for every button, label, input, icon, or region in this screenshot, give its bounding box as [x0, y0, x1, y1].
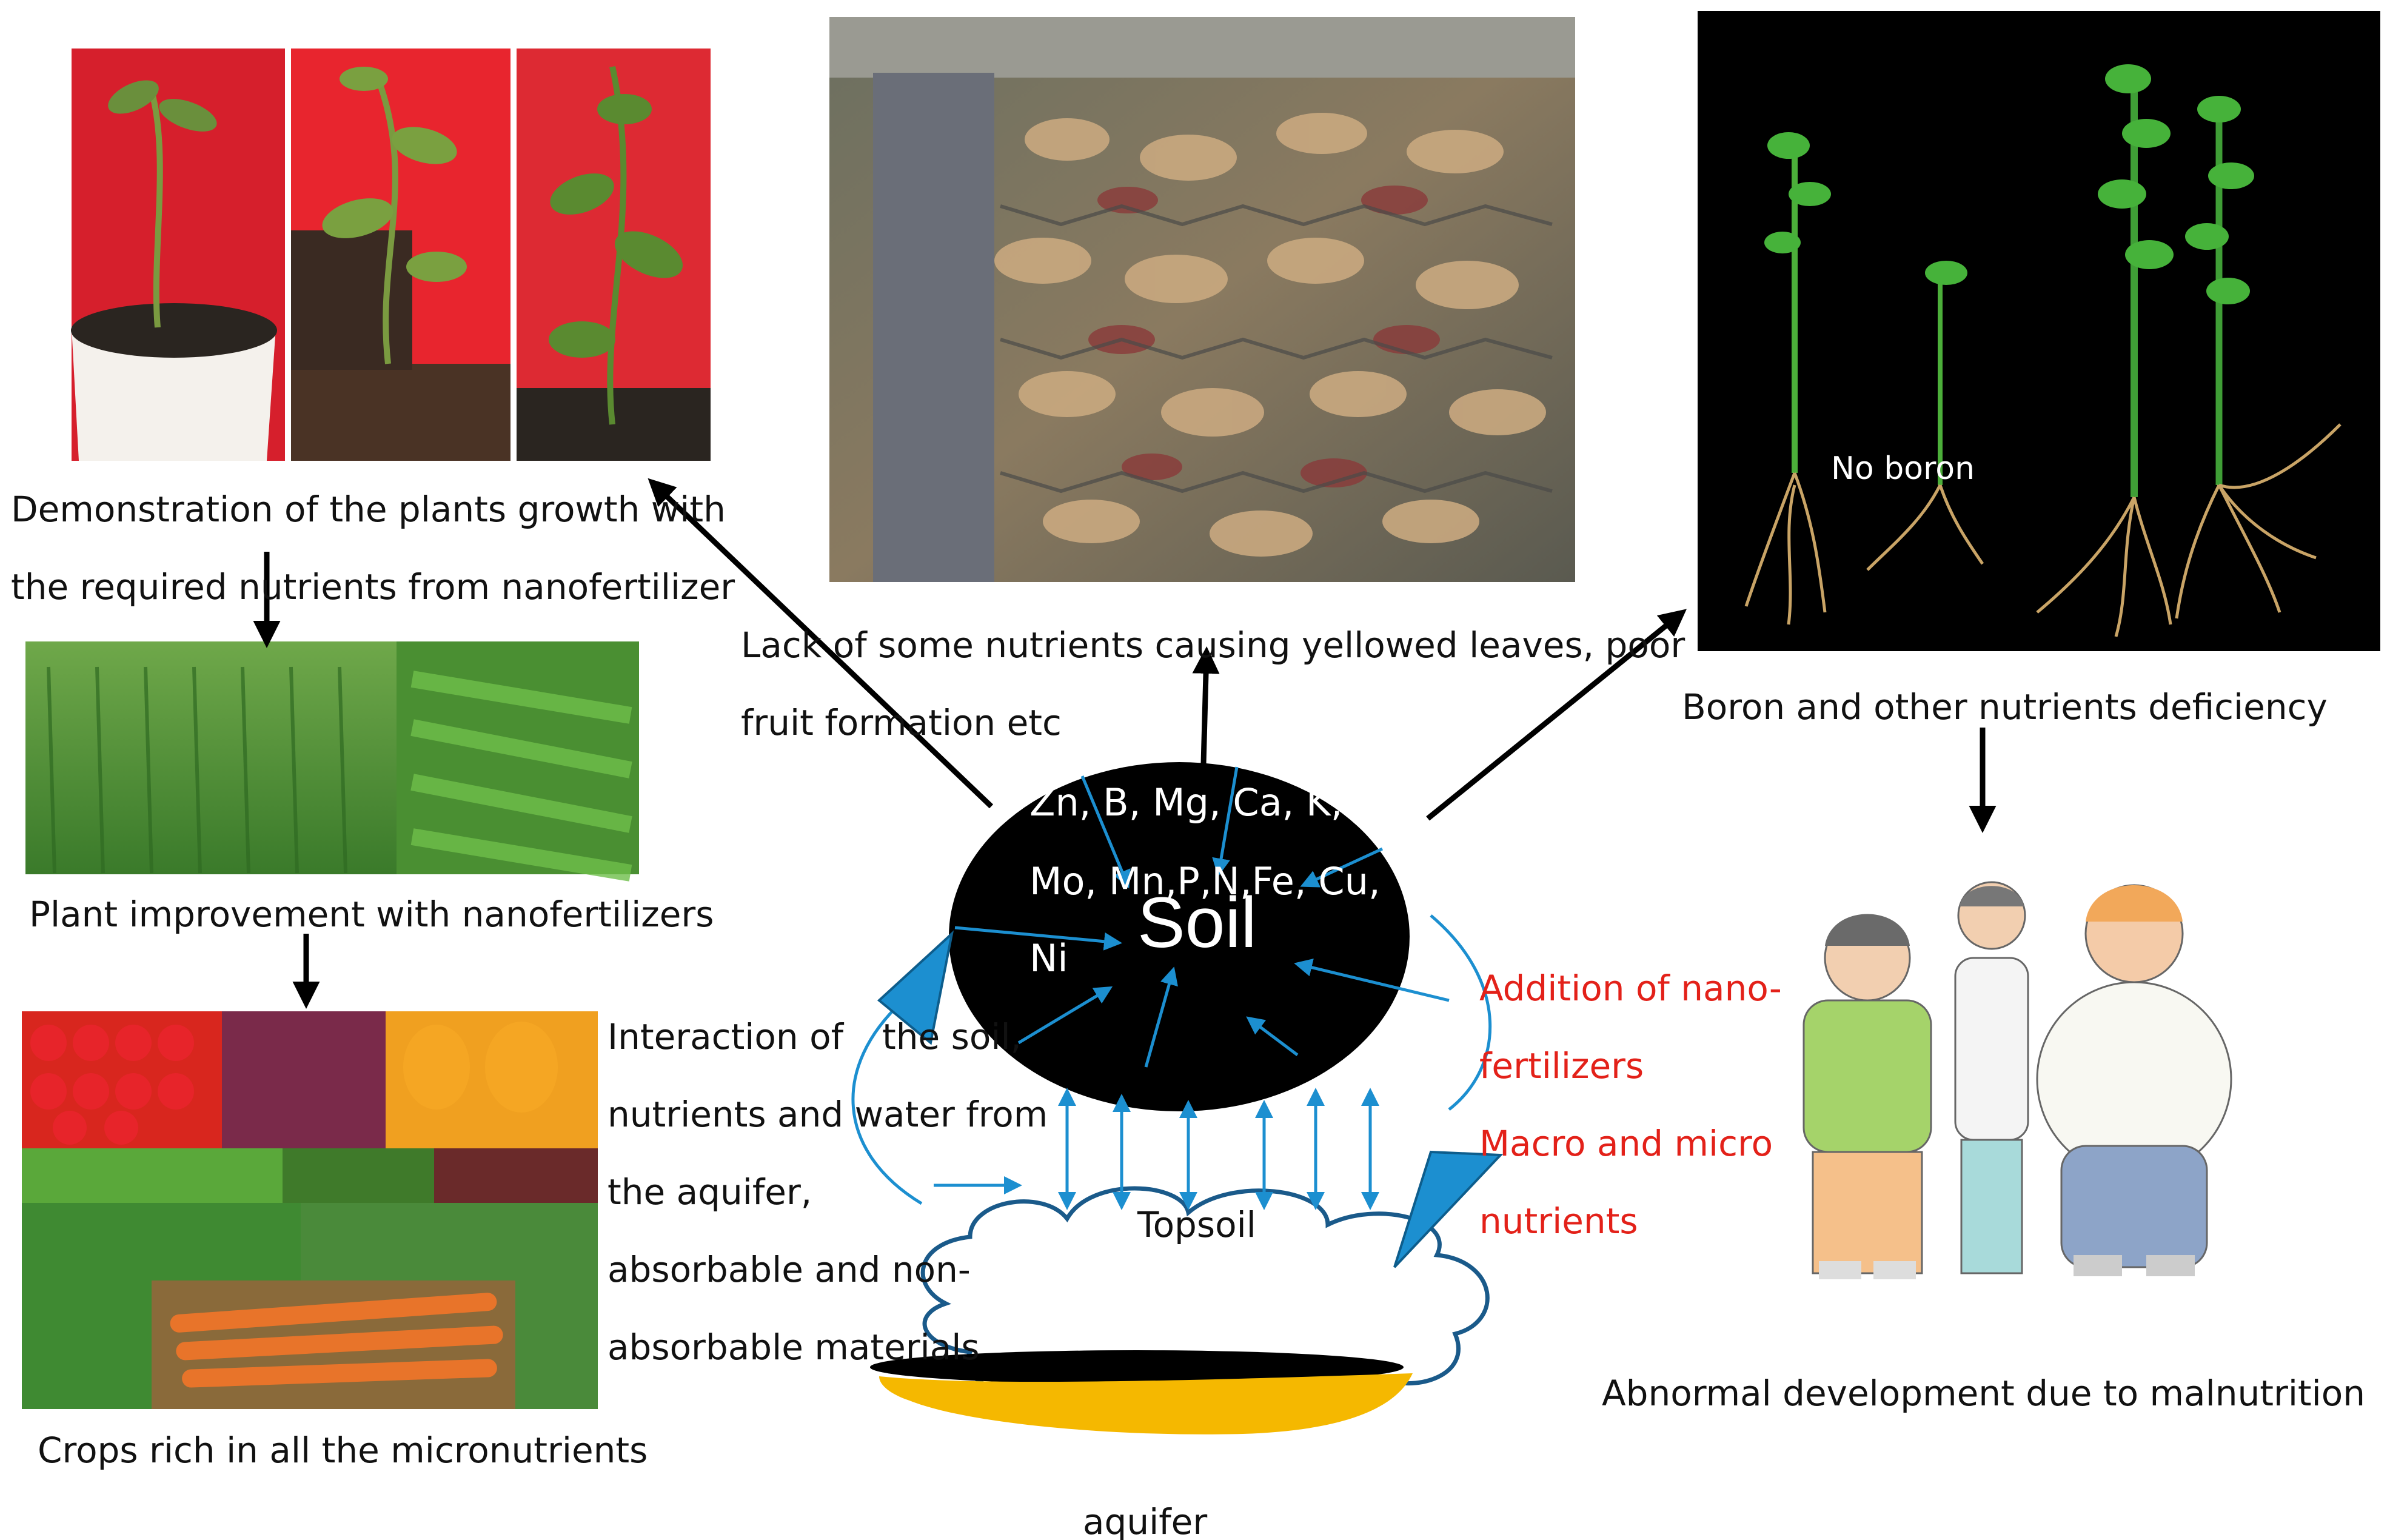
green-wall-photo: [829, 17, 1575, 582]
blue-arrows: [851, 766, 1504, 1268]
abnormal-development-label: Abnormal development due to malnutrition: [1602, 1373, 2365, 1414]
boron-roots-photo: No boron: [1698, 11, 2380, 651]
nano-label-line4: nutrients: [1479, 1200, 1638, 1242]
soil-nutrients-line2: Mo, Mn,P,N,Fe, Cu,: [1029, 859, 1381, 903]
plant-improvement-label: Plant improvement with nanofertilizers: [29, 894, 714, 935]
nano-label-line2: fertilizers: [1479, 1045, 1644, 1086]
soil-ellipse: [949, 762, 1410, 1111]
interaction-label-line1b: the soil,: [882, 1016, 1022, 1057]
plant-pots-photo: [71, 49, 711, 461]
interaction-label-line3: the aquifer,: [608, 1171, 812, 1213]
people-illustration: [1803, 881, 2232, 1279]
interaction-label-line1a: Interaction of: [608, 1016, 845, 1057]
nano-label-line3: Macro and micro: [1479, 1123, 1773, 1164]
crops-rich-label: Crops rich in all the micronutrients: [38, 1430, 648, 1471]
plants-growth-label-line1: Demonstration of the plants growth with: [11, 489, 726, 530]
nano-label-line1: Addition of nano-: [1479, 968, 1782, 1009]
interaction-label-line4: absorbable and non-: [608, 1249, 971, 1290]
no-boron-label: No boron: [1831, 450, 1975, 487]
aquifer-label: aquifer: [1083, 1501, 1207, 1540]
lack-nutrients-label-line2: fruit formation etc: [741, 702, 1062, 743]
arrow-to-boron: [1426, 609, 1687, 821]
topsoil-label: Topsoil: [1137, 1204, 1256, 1245]
vegetables-photo: [22, 1011, 598, 1409]
black-arrows: [253, 478, 1997, 1009]
soil-label: Soil: [1137, 883, 1257, 963]
lack-nutrients-label-line1: Lack of some nutrients causing yellowed …: [741, 624, 1685, 666]
aquifer-cloud: [870, 1186, 1490, 1435]
field-photo: [25, 641, 639, 882]
soil-nutrients-line1: Zn, B, Mg, Ca, K,Cl,: [1029, 780, 1391, 825]
soil-nutrients-line3: Ni: [1029, 936, 1068, 980]
arrow-to-green-wall: [1192, 646, 1220, 765]
plants-growth-label-line2: the required nutrients from nanofertiliz…: [11, 566, 735, 608]
arrow-to-plant-growth: [648, 478, 994, 809]
interaction-label-line2: nutrients and water from: [608, 1094, 1048, 1135]
boron-deficiency-label: Boron and other nutrients deficiency: [1682, 686, 2328, 728]
interaction-label-line5: absorbable materials: [608, 1327, 980, 1368]
text-labels: Demonstration of the plants growth with …: [11, 489, 2365, 1540]
